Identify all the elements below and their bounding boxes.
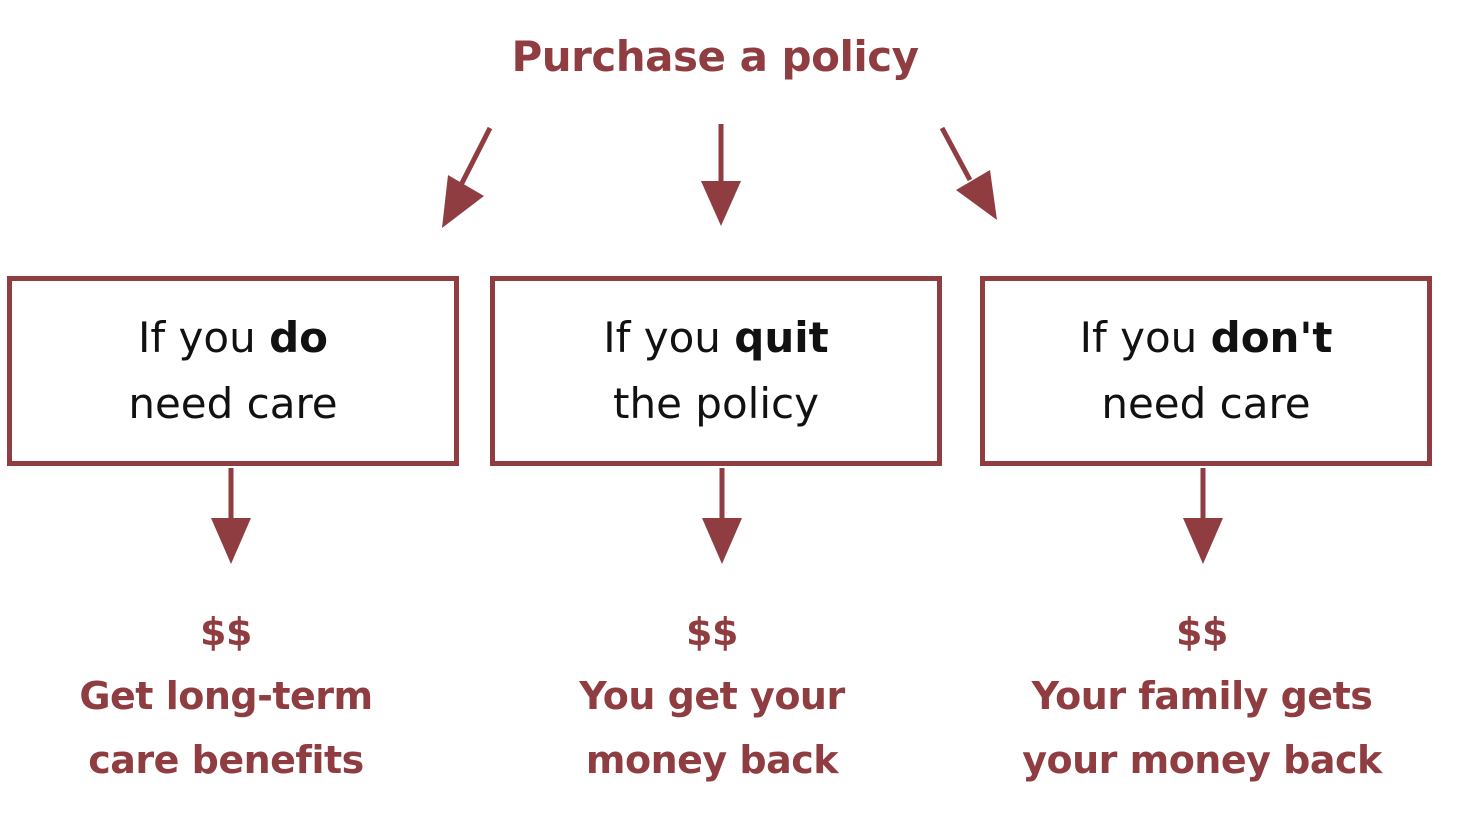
outcome-family-money-back: $$ Your family gets your money back [966,600,1438,792]
arrow-center-down [701,124,741,226]
arrow-left-diagonal [442,126,493,228]
diagram-title: Purchase a policy [511,32,919,81]
condition-emphasis: do [269,313,328,362]
condition-box-dont-need-care: If you don't need care [980,276,1432,466]
outcome-line-2: care benefits [88,738,364,782]
condition-line-1: If you do [138,305,328,371]
arrow-box1-down [211,468,251,564]
condition-line-1: If you don't [1080,305,1333,371]
condition-prefix: If you [138,313,256,362]
condition-emphasis: quit [734,313,829,362]
outcome-amount: $$ [200,610,252,654]
outcome-line-1: Get long-term [79,674,373,718]
condition-box-quit-policy: If you quit the policy [490,276,942,466]
outcome-line-2: your money back [1022,738,1382,782]
condition-line-2: need care [1101,379,1311,428]
outcome-amount: $$ [686,610,738,654]
outcome-money-back: $$ You get your money back [486,600,938,792]
condition-prefix: If you [1079,313,1198,362]
condition-line-2: the policy [613,379,819,428]
outcome-line-1: Your family gets [1031,674,1373,718]
outcome-long-term-care: $$ Get long-term care benefits [0,600,452,792]
condition-box-do-need-care: If you do need care [7,276,459,466]
arrow-box2-down [702,468,742,564]
condition-emphasis: don't [1210,313,1333,362]
arrow-right-diagonal [939,126,997,220]
arrow-box3-down [1183,468,1223,564]
outcome-line-2: money back [585,738,839,782]
condition-line-2: need care [128,379,338,428]
condition-prefix: If you [603,313,721,362]
outcome-line-1: You get your [579,674,845,718]
outcome-amount: $$ [1176,610,1228,654]
condition-line-1: If you quit [603,305,829,371]
